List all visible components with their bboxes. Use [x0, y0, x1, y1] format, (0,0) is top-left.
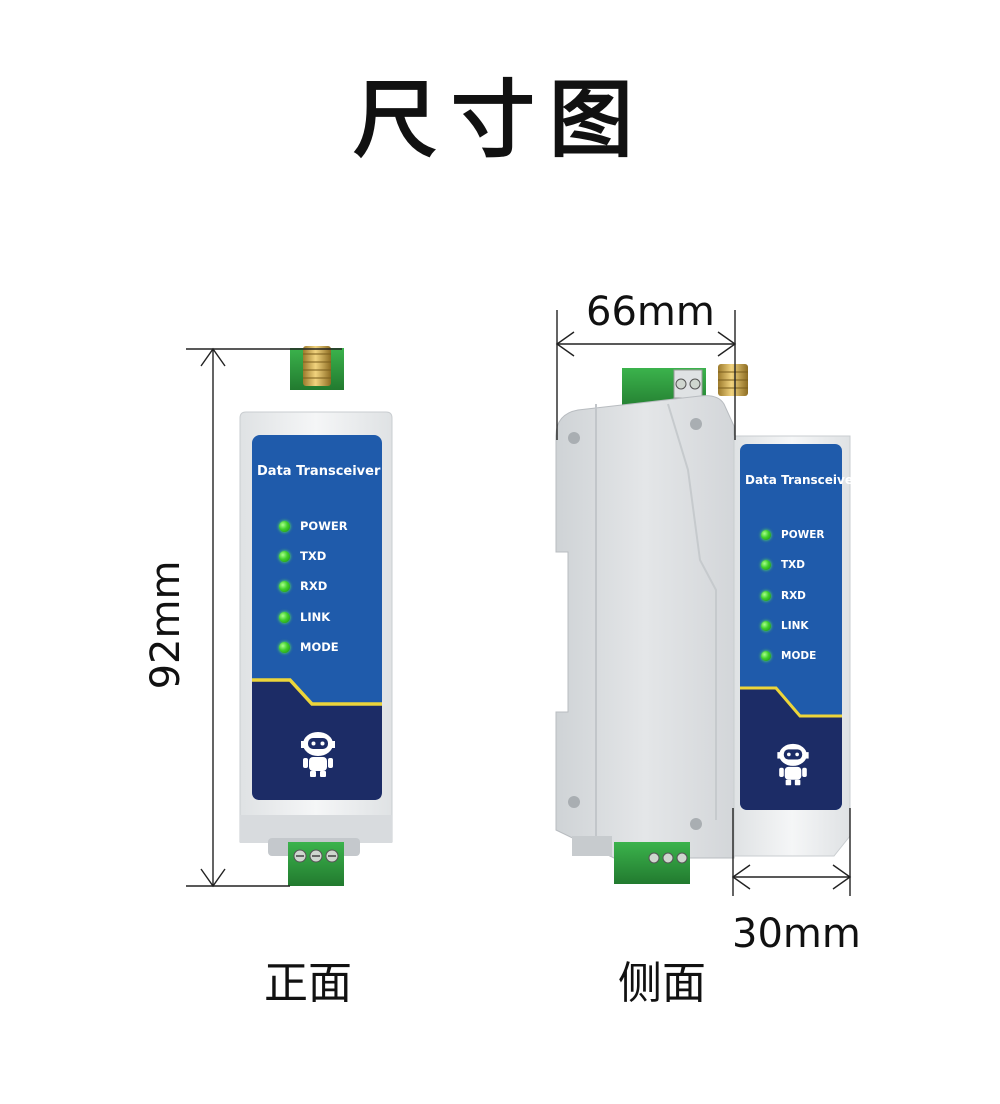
height-dimension-line [186, 347, 342, 888]
led-indicator-icon [279, 551, 290, 563]
side-brand-label: Data Transceiver [745, 473, 859, 487]
sma-antenna-connector-icon [290, 346, 344, 390]
depth-dimension-line [731, 808, 852, 896]
led-indicator-icon [761, 621, 771, 632]
led-row-txd: TXD [279, 550, 326, 563]
led-indicator-icon [761, 560, 771, 571]
led-indicator-icon [279, 521, 290, 533]
led-indicator-icon [279, 642, 290, 654]
led-row-txd: TXD [761, 560, 805, 571]
led-indicator-icon [279, 581, 290, 593]
height-dimension-label: 92mm [143, 560, 189, 690]
width-dimension-line [555, 310, 737, 440]
led-indicator-icon [761, 591, 771, 602]
led-indicator-icon [761, 651, 771, 662]
led-row-mode: MODE [279, 641, 339, 654]
led-row-rxd: RXD [279, 580, 327, 593]
terminal-block-icon [288, 842, 344, 886]
led-row-power: POWER [761, 530, 824, 541]
depth-dimension-label: 30mm [732, 911, 861, 957]
led-indicator-icon [279, 612, 290, 624]
page-title: 尺寸图 [352, 71, 647, 169]
front-view-caption: 正面 [264, 958, 352, 1009]
led-row-link: LINK [279, 611, 330, 624]
robot-mascot-icon [301, 732, 335, 777]
front-device [239, 346, 393, 886]
led-row-mode: MODE [761, 651, 816, 662]
led-row-link: LINK [761, 621, 809, 632]
front-brand-label: Data Transceiver [257, 464, 381, 479]
led-indicator-icon [761, 530, 771, 541]
robot-mascot-icon [777, 743, 809, 786]
side-device [555, 364, 851, 884]
width-dimension-label: 66mm [586, 289, 715, 335]
side-view-caption: 侧面 [618, 958, 706, 1009]
led-row-power: POWER [279, 520, 348, 533]
led-row-rxd: RXD [761, 591, 806, 602]
sma-antenna-connector-icon [718, 364, 748, 396]
